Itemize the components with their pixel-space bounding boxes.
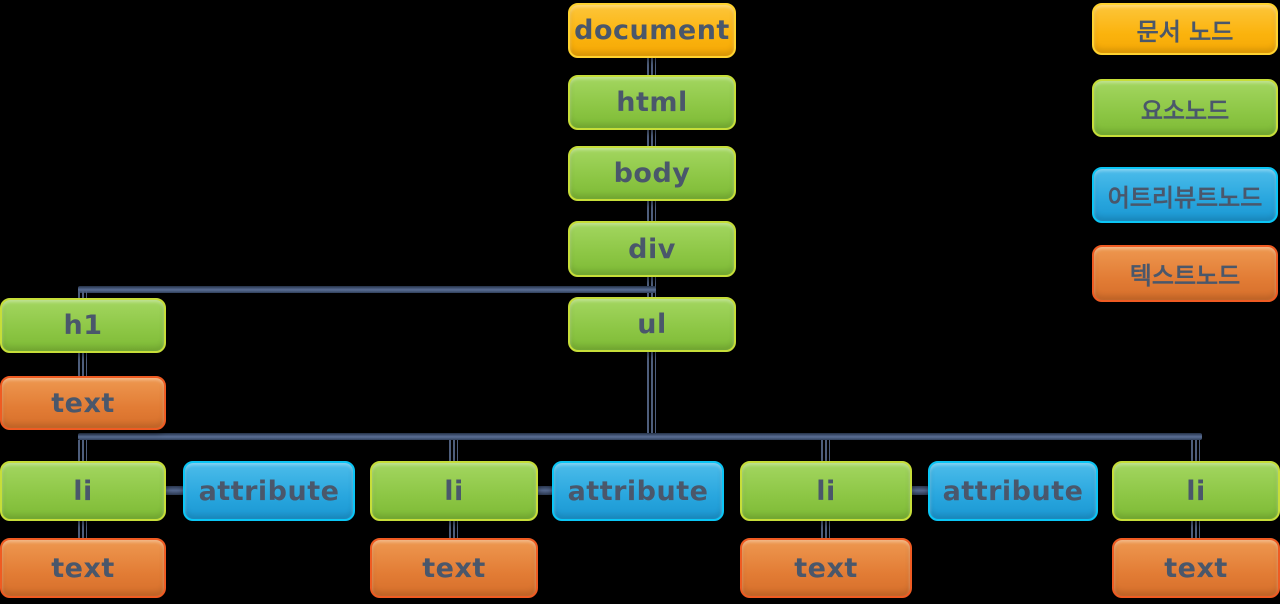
connector-li-4-text [1191,521,1200,538]
legend-document-node: 문서 노드 [1092,3,1278,55]
connector-h1-text [78,353,87,376]
connector-ul-children-beam [78,433,1202,440]
connector-div-h1-beam [78,286,656,293]
connector-beam-li-1-drop [78,440,87,461]
legend-element-node: 요소노드 [1092,79,1278,137]
node-attribute-1: attribute [183,461,355,521]
connector-beam-li-3-drop [821,440,830,461]
connector-li-2-text [449,521,458,538]
node-html: html [568,75,736,130]
node-attribute-3: attribute [928,461,1098,521]
node-ul: ul [568,297,736,352]
connector-html-body [647,130,656,146]
legend-attribute-node: 어트리뷰트노드 [1092,167,1278,223]
node-attribute-2: attribute [552,461,724,521]
node-div: div [568,221,736,277]
node-li-3: li [740,461,912,521]
connector-beam-h1-drop [78,291,87,298]
node-document: document [568,3,736,58]
connector-beam-li-4-drop [1191,440,1200,461]
node-li-1-text: text [0,538,166,598]
connector-ul-children-drop [647,352,656,433]
legend-text-node: 텍스트노드 [1092,245,1278,302]
connector-li-3-attribute [909,486,930,495]
connector-body-div [647,201,656,221]
connector-li-3-text [821,521,830,538]
node-li-4: li [1112,461,1280,521]
node-body: body [568,146,736,201]
node-h1: h1 [0,298,166,353]
connector-li-2-attribute [535,486,554,495]
node-li-2-text: text [370,538,538,598]
node-h1-text: text [0,376,166,430]
connector-li-1-text [78,521,87,538]
connector-document-html [647,58,656,75]
connector-li-1-attribute [163,486,185,495]
connector-beam-li-2-drop [449,440,458,461]
node-li-2: li [370,461,538,521]
node-li-1: li [0,461,166,521]
node-li-3-text: text [740,538,912,598]
node-li-4-text: text [1112,538,1280,598]
